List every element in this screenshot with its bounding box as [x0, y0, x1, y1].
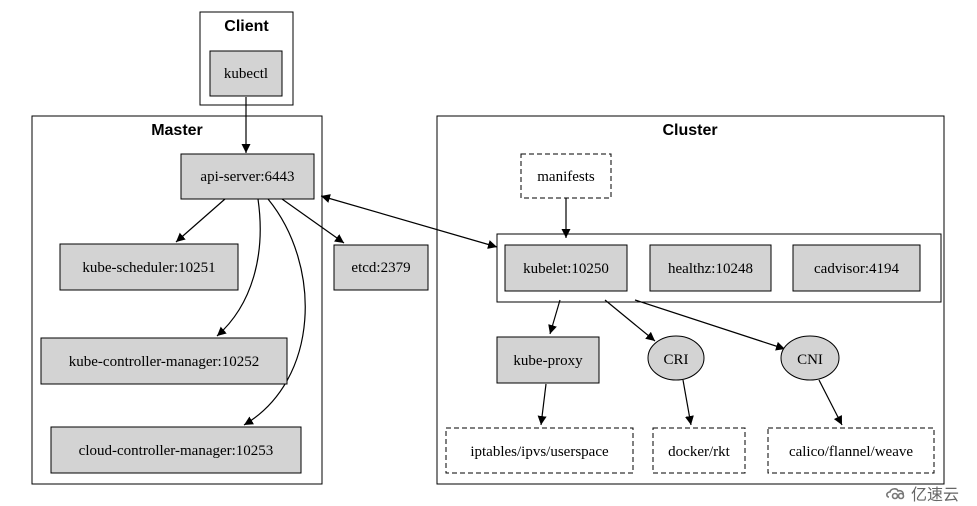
node-calico-label: calico/flannel/weave: [789, 444, 913, 460]
node-iptables-label: iptables/ipvs/userspace: [470, 444, 609, 460]
node-kubelet-label: kubelet:10250: [523, 261, 609, 277]
node-healthz[interactable]: healthz:10248: [649, 244, 772, 292]
node-etcd[interactable]: etcd:2379: [333, 244, 429, 291]
master-cluster: Master: [31, 115, 323, 485]
edges: [175, 97, 843, 426]
client-cluster-title: Client: [224, 18, 269, 35]
master-cluster-title: Master: [151, 122, 203, 139]
node-cri[interactable]: CRI: [647, 335, 705, 381]
edge-apiserver-cloud-controller-manager: [243, 198, 306, 426]
edge-kubelet-cri: [604, 299, 656, 342]
node-docker[interactable]: docker/rkt: [652, 427, 746, 474]
node-api-server[interactable]: api-server:6443: [180, 153, 315, 200]
cloud-logo-icon: [886, 488, 905, 500]
node-kubectl[interactable]: kubectl: [209, 50, 283, 97]
node-api-server-label: api-server:6443: [200, 169, 294, 185]
node-cloud-controller-manager-label: cloud-controller-manager:10253: [79, 443, 274, 459]
node-kube-scheduler[interactable]: kube-scheduler:10251: [59, 243, 239, 291]
node-kube-scheduler-label: kube-scheduler:10251: [82, 260, 215, 276]
node-cri-label: CRI: [663, 352, 688, 368]
watermark-text: 亿速云: [911, 485, 960, 504]
node-docker-label: docker/rkt: [668, 444, 730, 460]
node-cadvisor-label: cadvisor:4194: [814, 261, 899, 277]
node-cadvisor[interactable]: cadvisor:4194: [792, 244, 921, 292]
edge-apiserver-scheduler: [175, 198, 226, 243]
edge-apiserver-kubelet: [320, 194, 498, 249]
node-etcd-label: etcd:2379: [351, 260, 410, 276]
edge-kubelet-cni: [634, 299, 786, 351]
edge-cri-docker: [682, 379, 694, 426]
node-kube-controller-manager-label: kube-controller-manager:10252: [69, 354, 259, 370]
node-kubelet[interactable]: kubelet:10250: [504, 244, 628, 292]
edge-kubelet-kubeproxy: [548, 299, 561, 335]
node-cni[interactable]: CNI: [780, 335, 840, 381]
cluster-cluster-title: Cluster: [662, 122, 717, 139]
node-kube-controller-manager[interactable]: kube-controller-manager:10252: [40, 337, 288, 385]
edge-apiserver-controller-manager: [216, 198, 261, 337]
node-iptables[interactable]: iptables/ipvs/userspace: [445, 427, 634, 474]
node-kube-proxy-label: kube-proxy: [513, 353, 583, 369]
node-cni-label: CNI: [797, 352, 823, 368]
node-cloud-controller-manager[interactable]: cloud-controller-manager:10253: [50, 426, 302, 474]
node-kubectl-label: kubectl: [224, 66, 268, 82]
kubelet-group: [496, 233, 942, 303]
node-calico[interactable]: calico/flannel/weave: [767, 427, 935, 474]
node-manifests-label: manifests: [537, 169, 595, 185]
edge-kubeproxy-iptables: [537, 383, 547, 426]
watermark: 亿速云: [886, 481, 959, 505]
edge-cni-calico: [818, 379, 843, 426]
cluster-cluster: Cluster: [436, 115, 945, 485]
node-manifests[interactable]: manifests: [520, 153, 612, 199]
node-kube-proxy[interactable]: kube-proxy: [496, 336, 600, 384]
node-healthz-label: healthz:10248: [668, 261, 753, 277]
